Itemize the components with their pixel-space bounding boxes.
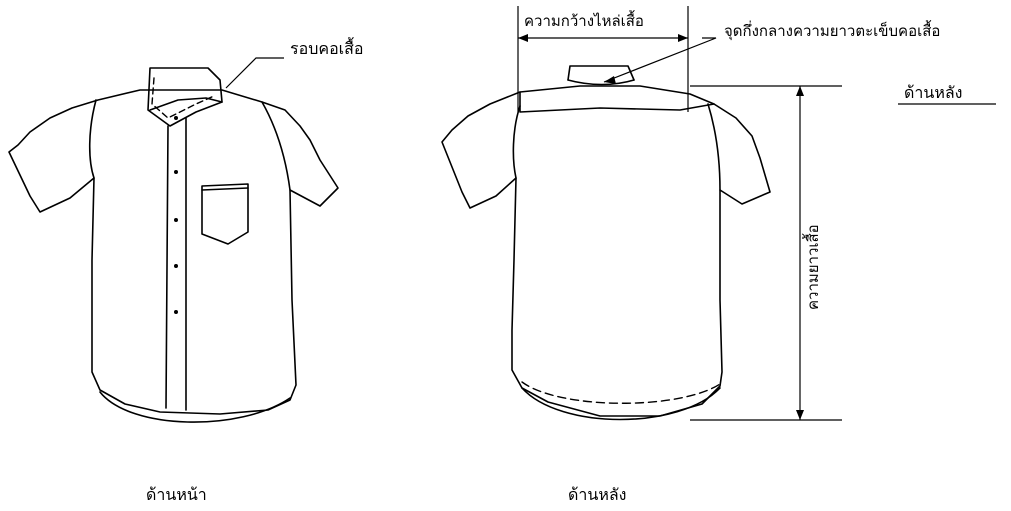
front-shirt bbox=[8, 67, 339, 423]
shoulder-arrow-left bbox=[518, 34, 528, 42]
back-collar-base bbox=[567, 79, 635, 86]
back-shirt bbox=[441, 65, 771, 421]
back-side-note-label: ด้านหลัง bbox=[904, 83, 962, 102]
collar-leader-line bbox=[225, 57, 284, 89]
collar-midpoint-leader-line bbox=[603, 37, 717, 83]
front-collar-inner bbox=[149, 97, 223, 111]
front-collar bbox=[147, 67, 223, 127]
collar-midpoint-arrow bbox=[604, 76, 616, 84]
collar-measure-line bbox=[151, 77, 215, 119]
back-yoke bbox=[519, 91, 715, 113]
shoulder-width-label: ความกว้างไหล่เสื้อ bbox=[524, 10, 644, 30]
front-right-armhole bbox=[261, 101, 291, 191]
back-hem-dashed bbox=[521, 381, 721, 404]
shirt-length-label: ความยาวเสื้อ bbox=[802, 224, 822, 310]
button bbox=[174, 218, 178, 222]
front-shirt-body bbox=[8, 89, 339, 415]
front-hem bbox=[99, 391, 291, 423]
length-arrow-top bbox=[796, 86, 804, 96]
collar-seam-midpoint-label: จุดกึ่งกลางความยาวตะเข็บคอเสื้อ bbox=[724, 20, 940, 41]
arrowheads bbox=[518, 34, 804, 420]
front-pocket bbox=[201, 183, 249, 245]
button bbox=[174, 170, 178, 174]
button bbox=[174, 264, 178, 268]
button bbox=[174, 116, 178, 120]
shoulder-arrow-right bbox=[678, 34, 688, 42]
front-pocket-top bbox=[201, 187, 249, 191]
front-buttons bbox=[174, 116, 178, 314]
front-caption: ด้านหน้า bbox=[146, 485, 207, 504]
back-collar bbox=[567, 65, 635, 81]
length-arrow-bottom bbox=[796, 410, 804, 420]
back-hem bbox=[521, 387, 721, 421]
back-caption: ด้านหลัง bbox=[568, 485, 626, 504]
back-shirt-body bbox=[441, 85, 771, 417]
front-left-armhole bbox=[88, 99, 97, 179]
button bbox=[174, 310, 178, 314]
collar-circumference-label: รอบคอเสื้อ bbox=[290, 37, 364, 58]
back-left-armhole bbox=[512, 105, 521, 179]
front-placket-left bbox=[165, 125, 169, 409]
measurement-lines bbox=[225, 6, 996, 421]
back-right-armhole bbox=[707, 103, 721, 191]
